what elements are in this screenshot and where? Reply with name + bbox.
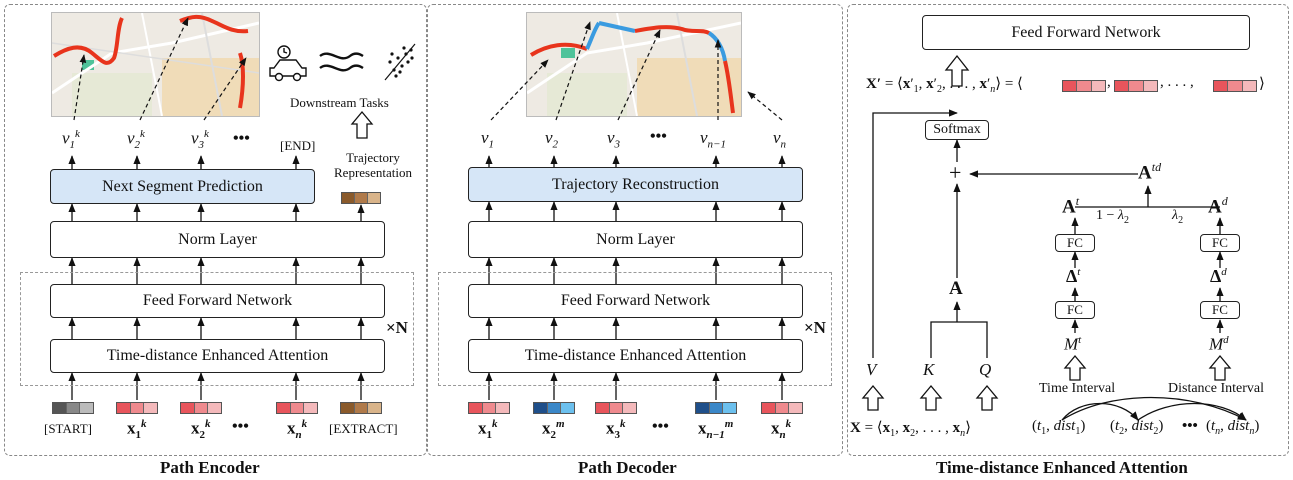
fc-box-t-top: FC: [1055, 234, 1095, 252]
decoder-input-x3k: x3k: [606, 418, 626, 442]
tdist-2: (t2, dist2): [1110, 418, 1164, 437]
encoder-input-start: [START]: [44, 421, 93, 436]
tdist-n: (tn, distn): [1206, 418, 1260, 437]
attention-matrix-A: A: [949, 278, 963, 299]
x-prime-token-1: [1062, 80, 1106, 92]
softmax-box: Softmax: [925, 120, 989, 140]
time-interval-label: Time Interval: [1039, 381, 1116, 396]
encoder-attention-box: Time-distance Enhanced Attention: [50, 339, 385, 373]
M-d-label: Md: [1209, 334, 1229, 354]
encoder-token-start: [52, 402, 94, 414]
encoder-repeat-label: ×N: [386, 318, 408, 337]
x-prime-token-n: [1213, 80, 1257, 92]
trajectory-representation-token: [341, 192, 381, 204]
decoder-output-v3: v3: [607, 128, 621, 151]
decoder-output-v1: v1: [481, 128, 495, 151]
encoder-input-dots: •••: [232, 418, 249, 435]
encoder-token-xn: [276, 402, 318, 414]
fc-box-d-top: FC: [1200, 234, 1240, 252]
decoder-output-vn: vn: [773, 128, 787, 151]
decoder-reconstruction-box: Trajectory Reconstruction: [468, 167, 803, 202]
decoder-token-x1: [468, 402, 510, 414]
encoder-prediction-box: Next Segment Prediction: [50, 169, 315, 204]
fc-box-t-bottom: FC: [1055, 301, 1095, 319]
V-label: V: [866, 360, 877, 379]
decoder-input-xnk: xnk: [771, 418, 792, 442]
lambda-label: λ2: [1172, 208, 1184, 226]
encoder-map: [51, 12, 260, 117]
encoder-caption: Path Encoder: [160, 458, 260, 477]
decoder-output-v2: v2: [545, 128, 559, 151]
decoder-map-drawing: [527, 13, 741, 116]
decoder-panel: [427, 4, 843, 456]
decoder-token-xn: [761, 402, 803, 414]
encoder-token-x1: [116, 402, 158, 414]
x-prime-dots: , . . . ,: [1160, 74, 1194, 90]
encoder-output-v2k: v2k: [127, 128, 145, 152]
decoder-caption: Path Decoder: [578, 458, 677, 477]
encoder-output-end: [END]: [280, 138, 316, 153]
decoder-map: [526, 12, 742, 117]
decoder-input-xn-1m: xn−1m: [698, 418, 734, 442]
decoder-input-x2m: x2m: [542, 418, 565, 442]
one-minus-lambda-label: 1 − λ2: [1096, 208, 1129, 226]
encoder-output-v1k: v1k: [62, 128, 80, 152]
encoder-output-dots: •••: [233, 130, 250, 147]
attention-caption: Time-distance Enhanced Attention: [936, 458, 1188, 477]
encoder-input-x1k: x1k: [127, 418, 147, 442]
encoder-map-drawing: [52, 13, 259, 116]
Q-label: Q: [979, 360, 992, 379]
encoder-input-x2k: x2k: [191, 418, 211, 442]
x-prime-token-2: [1114, 80, 1158, 92]
M-t-label: Mt: [1064, 334, 1082, 354]
decoder-repeat-block: [438, 272, 832, 386]
decoder-norm-box: Norm Layer: [468, 221, 803, 258]
encoder-output-v3k: v3k: [191, 128, 209, 152]
trajectory-representation-label: Trajectory Representation: [334, 150, 412, 180]
encoder-token-x2: [180, 402, 222, 414]
fc-box-d-bottom: FC: [1200, 301, 1240, 319]
x-prime-close: ⟩: [1259, 76, 1265, 92]
decoder-ffn-box: Feed Forward Network: [468, 284, 803, 318]
x-prime-equation: X′ = ⟨x′1, x′2, . . . , x′n⟩ = ⟨: [866, 76, 1023, 95]
distance-interval-label: Distance Interval: [1168, 381, 1265, 396]
plus-node: +: [949, 160, 962, 185]
A-t-label: At: [1062, 194, 1080, 218]
attention-ffn-box: Feed Forward Network: [922, 15, 1250, 50]
encoder-repeat-block: [20, 272, 414, 386]
encoder-token-extract: [340, 402, 382, 414]
decoder-token-xn-1m: [695, 402, 737, 414]
car-icon: [269, 45, 307, 82]
decoder-output-dots: •••: [650, 128, 667, 145]
x-definition: X = ⟨x1, x2, . . . , xn⟩: [850, 420, 972, 439]
A-td-label: Atd: [1138, 160, 1162, 184]
encoder-norm-box: Norm Layer: [50, 221, 385, 258]
encoder-input-extract: [EXTRACT]: [329, 421, 398, 436]
tdist-dots: •••: [1182, 418, 1198, 434]
attention-panel: [847, 4, 1289, 456]
encoder-ffn-box: Feed Forward Network: [50, 284, 385, 318]
delta-t-label: Δt: [1066, 266, 1081, 286]
decoder-input-dots: •••: [652, 418, 669, 435]
downstream-label: Downstream Tasks: [290, 95, 389, 110]
scatter-icon: [384, 43, 416, 81]
decoder-output-vn-1: vn−1: [700, 128, 726, 151]
decoder-repeat-label: ×N: [804, 318, 826, 337]
encoder-panel: [4, 4, 427, 456]
decoder-attention-box: Time-distance Enhanced Attention: [468, 339, 803, 373]
delta-d-label: Δd: [1210, 266, 1227, 286]
tdist-1: (t1, dist1): [1032, 418, 1086, 437]
x-prime-comma: ,: [1107, 74, 1111, 90]
approx-icon: [319, 52, 364, 72]
A-d-label: Ad: [1208, 194, 1228, 218]
encoder-input-xnk: xnk: [287, 418, 308, 442]
K-label: K: [923, 360, 935, 379]
decoder-token-x2m: [533, 402, 575, 414]
decoder-token-x3: [595, 402, 637, 414]
decoder-input-x1k: x1k: [478, 418, 498, 442]
